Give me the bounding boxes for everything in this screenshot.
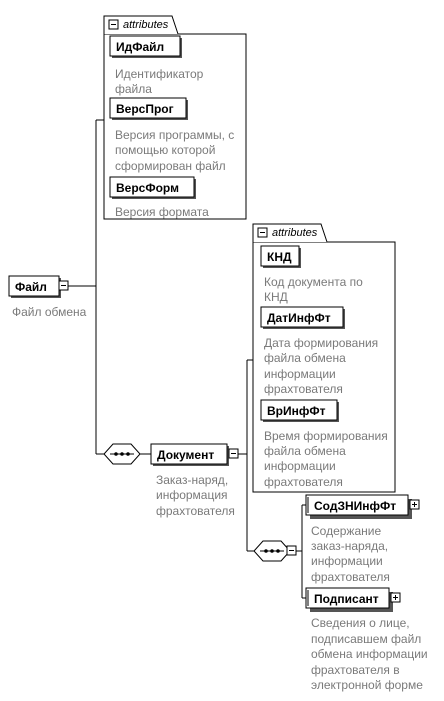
element-box-document[interactable] xyxy=(150,443,228,465)
sequence-dot xyxy=(276,549,280,553)
attribute-doc: информации xyxy=(264,367,336,381)
root-attributes-panel: attributes ИдФайл Идентификатор файла Ве… xyxy=(103,15,247,220)
element-name: Файл xyxy=(15,280,47,294)
element-doc: фрахтователя xyxy=(156,504,235,518)
element-doc: подписавшем файл xyxy=(311,632,421,646)
attribute-doc: файла обмена xyxy=(264,351,346,365)
attribute-box-versprog[interactable] xyxy=(109,97,187,119)
element-doc: информация xyxy=(156,488,228,502)
element-doc: фрахтователя xyxy=(311,570,390,584)
attribute-doc: Время формирования xyxy=(264,429,388,443)
element-doc: заказ-наряда, xyxy=(311,539,388,553)
element-doc: Заказ-наряд, xyxy=(156,473,228,487)
attribute-box-datinfft[interactable] xyxy=(260,306,344,328)
attribute-doc: помощью которой xyxy=(115,143,215,157)
attributes-frame xyxy=(252,241,396,493)
element-name: Подписант xyxy=(314,592,379,606)
attribute-name: КНД xyxy=(267,250,292,264)
attribute-box-idfile[interactable] xyxy=(109,35,181,57)
attribute-name: ВерсПрог xyxy=(116,102,174,116)
attribute-doc: сформирован файл xyxy=(115,159,226,173)
element-doc: Содержание xyxy=(311,524,381,538)
attribute-doc: файла обмена xyxy=(264,444,346,458)
attribute-doc: файла xyxy=(115,82,152,96)
document-attributes-panel: attributes КНД Код документа по КНД ДатИ… xyxy=(252,223,396,493)
element-doc: фрахтователя в xyxy=(311,663,400,677)
attribute-doc: Версия программы, с xyxy=(115,128,234,142)
attribute-doc: Код документа по xyxy=(264,275,363,289)
attribute-box-knd[interactable] xyxy=(260,245,300,267)
element-doc: Сведения о лице, xyxy=(311,616,410,630)
document-element: Документ Заказ-наряд, информация фрахтов… xyxy=(150,443,239,518)
child-element-sodzninfft: СодЗНИнфФт Содержание заказ-наряда, инфо… xyxy=(305,494,420,584)
attribute-doc: фрахтователя xyxy=(264,382,343,396)
attribute-doc: фрахтователя xyxy=(264,475,343,489)
sequence-dot xyxy=(114,452,118,456)
attribute-doc: Дата формирования xyxy=(264,336,378,350)
element-box-sodzninfft[interactable] xyxy=(305,494,409,516)
element-doc: Файл обмена xyxy=(12,305,87,319)
attribute-name: ИдФайл xyxy=(116,40,164,54)
attribute-name: ВерсФорм xyxy=(116,181,179,195)
child-element-podpisant: Подписант Сведения о лице, подписавшем ф… xyxy=(305,587,428,692)
attribute-doc: КНД xyxy=(264,290,288,304)
sequence-dot xyxy=(120,452,124,456)
element-name: СодЗНИнфФт xyxy=(314,499,396,513)
attributes-tab-label: attributes xyxy=(272,227,318,239)
attribute-doc: Версия формата xyxy=(115,205,209,219)
element-doc: обмена информации xyxy=(311,647,428,661)
attribute-box-versform[interactable] xyxy=(109,176,195,198)
sequence-dot xyxy=(264,549,268,553)
attribute-name: ВрИнфФт xyxy=(267,404,326,418)
root-element: Файл Файл обмена xyxy=(8,275,87,319)
sequence-compositor xyxy=(103,443,141,465)
element-box-podpisant[interactable] xyxy=(305,587,390,609)
sequence-compositor xyxy=(253,540,297,562)
attributes-tab-label: attributes xyxy=(123,19,169,31)
attribute-doc: Идентификатор xyxy=(115,67,204,81)
sequence-dot xyxy=(270,549,274,553)
sequence-dot xyxy=(126,452,130,456)
element-name: Документ xyxy=(157,448,214,462)
attribute-doc: информации xyxy=(264,459,336,473)
attributes-tab[interactable] xyxy=(103,15,179,35)
attribute-name: ДатИнфФт xyxy=(267,311,331,325)
element-doc: электронной форме xyxy=(311,678,423,692)
element-doc: информации xyxy=(311,554,383,568)
attributes-tab[interactable] xyxy=(252,223,328,243)
attribute-box-vrinfft[interactable] xyxy=(260,399,338,421)
connector-lines xyxy=(68,119,306,599)
